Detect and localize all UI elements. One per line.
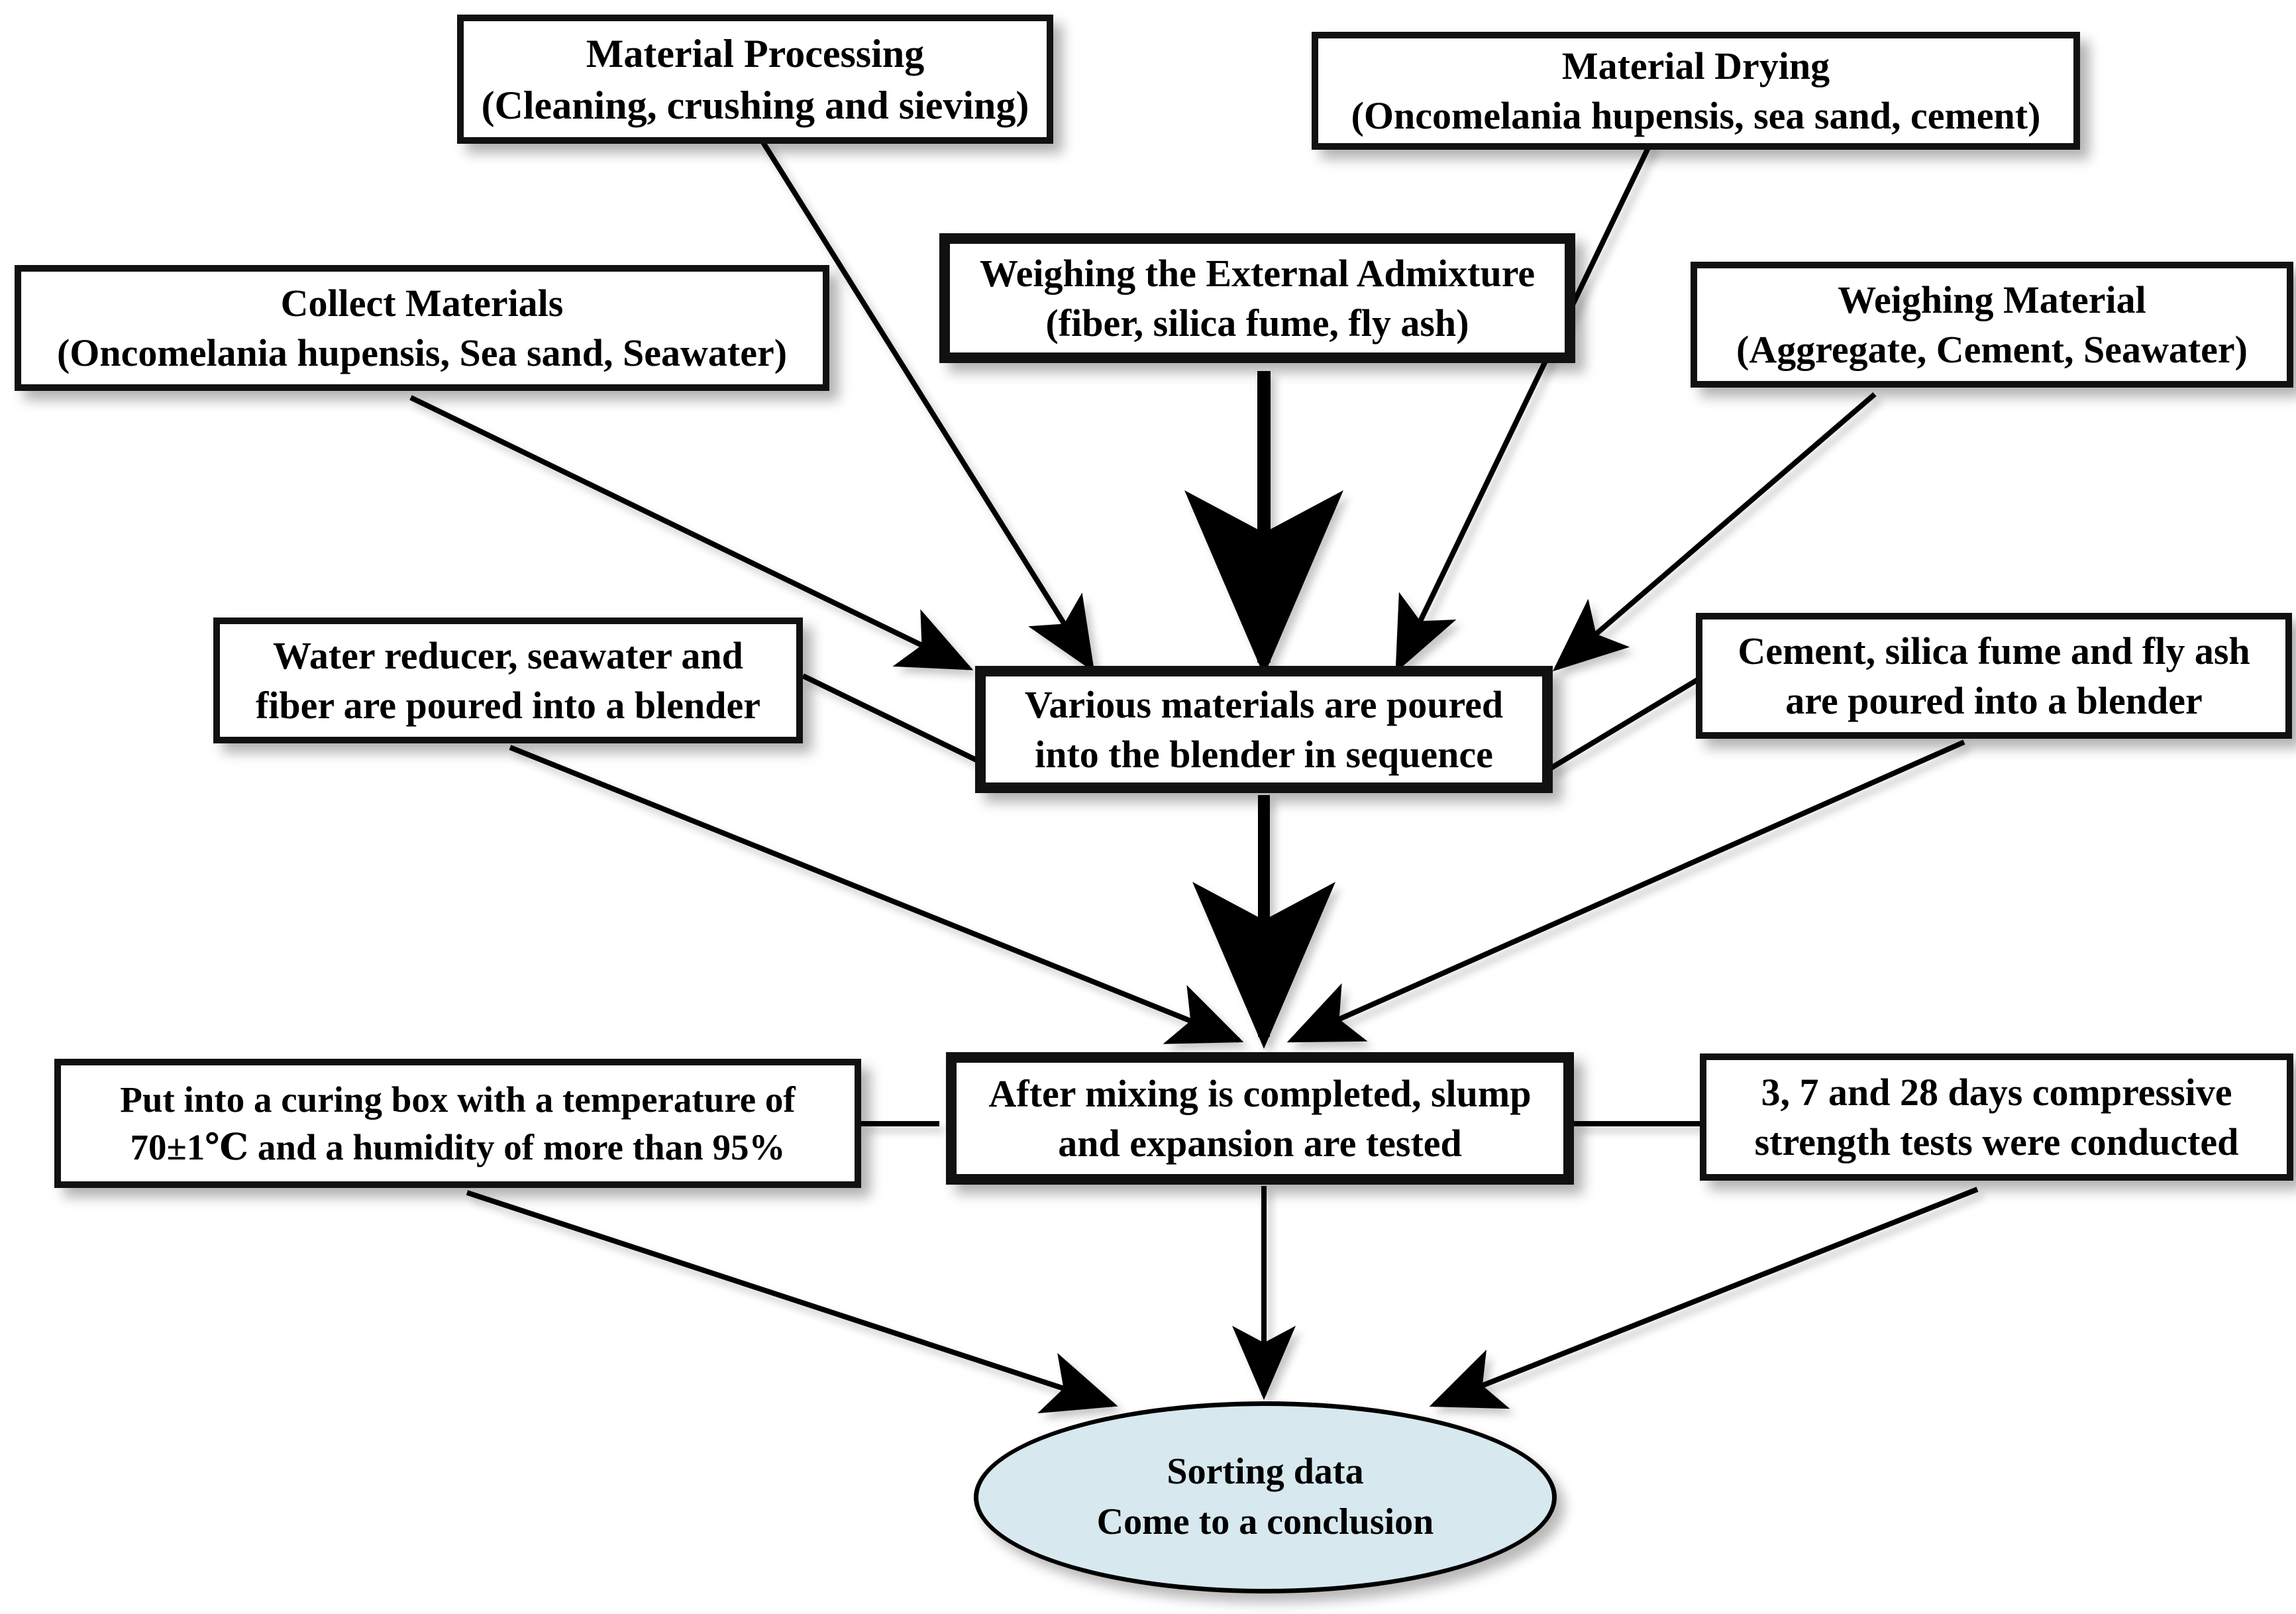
- node-curing-box[interactable]: Put into a curing box with a temperature…: [54, 1059, 861, 1188]
- node-water-reducer-blender[interactable]: Water reducer, seawater and fiber are po…: [213, 618, 803, 743]
- node-weighing-material-line-1: Weighing Material: [1838, 278, 2146, 321]
- node-slump-expansion-test[interactable]: After mixing is completed, slump and exp…: [946, 1052, 1574, 1185]
- node-compressive-strength-test-line-2: strength tests were conducted: [1754, 1120, 2239, 1163]
- node-material-processing[interactable]: Material Processing (Cleaning, crushing …: [457, 15, 1053, 144]
- node-compressive-strength-test[interactable]: 3, 7 and 28 days compressive strength te…: [1700, 1053, 2293, 1181]
- node-cement-silica-blender[interactable]: Cement, silica fume and fly ash are pour…: [1696, 613, 2292, 739]
- node-various-materials-blender-inner: Various materials are poured into the bl…: [986, 676, 1542, 782]
- edge-curingbox-to-sorting: [466, 1190, 1118, 1414]
- node-cement-silica-blender-line-1: Cement, silica fume and fly ash: [1738, 629, 2250, 672]
- node-material-drying-line-1: Material Drying: [1561, 44, 1830, 87]
- node-sorting-data-line-2: Come to a conclusion: [1096, 1501, 1434, 1542]
- edge-drying-to-blender: [1395, 141, 1653, 673]
- node-collect-materials[interactable]: Collect Materials (Oncomelania hupensis,…: [15, 265, 829, 391]
- node-material-processing-line-2: (Cleaning, crushing and sieving): [481, 83, 1029, 127]
- node-cement-silica-blender-line-2: are poured into a blender: [1785, 679, 2203, 722]
- node-water-reducer-blender-inner: Water reducer, seawater and fiber are po…: [220, 624, 796, 737]
- node-various-materials-blender-line-2: into the blender in sequence: [1035, 733, 1493, 776]
- node-curing-box-line-2: 70±1℃ and a humidity of more than 95%: [130, 1126, 786, 1167]
- node-slump-expansion-test-line-2: and expansion are tested: [1058, 1122, 1462, 1165]
- node-compressive-strength-test-line-1: 3, 7 and 28 days compressive: [1761, 1070, 2232, 1114]
- node-slump-expansion-test-line-1: After mixing is completed, slump: [988, 1071, 1532, 1115]
- node-cement-silica-blender-inner: Cement, silica fume and fly ash are pour…: [1702, 619, 2285, 732]
- edge-cementsilica-to-blender: [1548, 676, 1700, 771]
- node-material-drying[interactable]: Material Drying (Oncomelania hupensis, s…: [1312, 32, 2080, 150]
- node-curing-box-line-1: Put into a curing box with a temperature…: [120, 1079, 796, 1120]
- node-curing-box-inner: Put into a curing box with a temperature…: [61, 1065, 855, 1181]
- node-water-reducer-blender-line-2: fiber are poured into a blender: [255, 684, 761, 727]
- node-weighing-material-line-2: (Aggregate, Cement, Seawater): [1736, 328, 2248, 371]
- edge-strength-to-sorting: [1429, 1187, 1979, 1409]
- node-various-materials-blender[interactable]: Various materials are poured into the bl…: [975, 666, 1553, 793]
- node-material-processing-inner: Material Processing (Cleaning, crushing …: [464, 21, 1047, 137]
- node-collect-materials-line-1: Collect Materials: [280, 281, 564, 325]
- node-compressive-strength-test-inner: 3, 7 and 28 days compressive strength te…: [1706, 1060, 2287, 1174]
- node-material-processing-line-1: Material Processing: [586, 31, 925, 76]
- node-weighing-material-inner: Weighing Material (Aggregate, Cement, Se…: [1697, 268, 2287, 381]
- node-water-reducer-blender-line-1: Water reducer, seawater and: [273, 633, 743, 677]
- edge-processing-to-blender: [760, 140, 1095, 672]
- node-sorting-data-line-1: Sorting data: [1167, 1451, 1364, 1493]
- node-material-drying-line-2: (Oncomelania hupensis, sea sand, cement): [1351, 94, 2041, 137]
- node-weighing-external-admixture-line-1: Weighing the External Admixture: [979, 251, 1536, 295]
- edge-waterreducer-to-blender: [802, 673, 982, 765]
- node-slump-expansion-test-inner: After mixing is completed, slump and exp…: [957, 1063, 1563, 1174]
- node-sorting-data[interactable]: Sorting data Come to a conclusion: [974, 1401, 1557, 1593]
- node-weighing-external-admixture-inner: Weighing the External Admixture (fiber, …: [950, 244, 1565, 352]
- node-various-materials-blender-line-1: Various materials are poured: [1024, 682, 1504, 726]
- node-weighing-external-admixture[interactable]: Weighing the External Admixture (fiber, …: [939, 233, 1575, 363]
- node-collect-materials-line-2: (Oncomelania hupensis, Sea sand, Seawate…: [56, 331, 788, 374]
- node-material-drying-inner: Material Drying (Oncomelania hupensis, s…: [1318, 38, 2073, 143]
- node-collect-materials-inner: Collect Materials (Oncomelania hupensis,…: [21, 272, 823, 384]
- node-weighing-material[interactable]: Weighing Material (Aggregate, Cement, Se…: [1691, 262, 2293, 388]
- node-weighing-external-admixture-line-2: (fiber, silica fume, fly ash): [1045, 301, 1469, 345]
